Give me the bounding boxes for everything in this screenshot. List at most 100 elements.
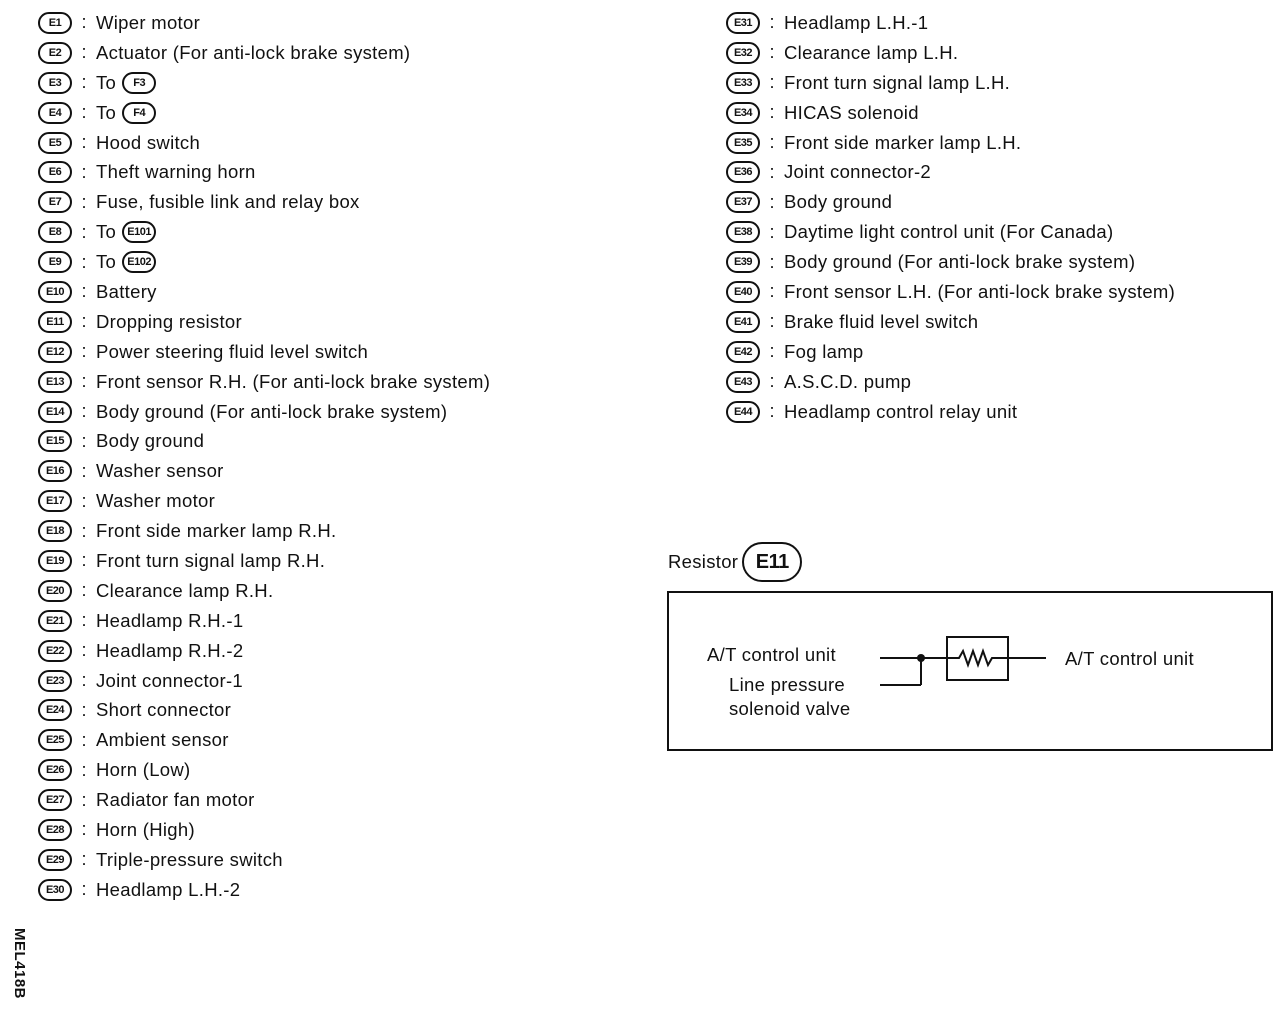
separator-colon: : xyxy=(81,191,87,212)
connector-code-badge: E19 xyxy=(38,549,72,572)
connector-row: E33: Front turn signal lamp L.H. xyxy=(726,68,1175,98)
connector-row: E38:Daytime light control unit (For Cana… xyxy=(726,217,1175,247)
separator-colon: : xyxy=(769,42,775,63)
separator-colon: : xyxy=(81,520,87,541)
connector-code-badge: E3 xyxy=(38,71,72,94)
connector-description: Battery xyxy=(96,280,157,302)
connector-code-badge: E43 xyxy=(726,370,760,393)
connector-row: E19: Front turn signal lamp R.H. xyxy=(38,546,490,576)
separator-colon: : xyxy=(81,699,87,720)
separator-colon: : xyxy=(81,640,87,661)
connector-code-badge: E7 xyxy=(38,191,72,214)
connector-description: To xyxy=(96,251,117,273)
connector-code-badge: E33 xyxy=(726,71,760,94)
connector-code-badge: E23 xyxy=(38,669,72,692)
connector-row: E15:Body ground xyxy=(38,426,490,456)
connector-ref-badge: E102 xyxy=(122,251,157,274)
separator-colon: : xyxy=(81,221,87,242)
separator-colon: : xyxy=(81,819,87,840)
connector-description: Joint connector-1 xyxy=(96,669,244,691)
connector-description: Horn (High) xyxy=(96,818,195,840)
connector-code-badge: E21 xyxy=(38,609,72,632)
connector-row: E17: Washer motor xyxy=(38,486,490,516)
connector-code-badge: E17 xyxy=(38,490,72,513)
separator-colon: : xyxy=(769,311,775,332)
connector-code-badge: E41 xyxy=(726,310,760,333)
separator-colon: : xyxy=(81,789,87,810)
separator-colon: : xyxy=(769,72,775,93)
connector-description: A.S.C.D. pump xyxy=(784,370,912,392)
separator-colon: : xyxy=(81,759,87,780)
connector-code-badge: E31 xyxy=(726,11,760,34)
resistor-code-badge: E11 xyxy=(742,542,803,582)
connector-description: Fuse, fusible link and relay box xyxy=(96,191,360,213)
connector-description: Front turn signal lamp R.H. xyxy=(96,549,326,571)
separator-colon: : xyxy=(81,341,87,362)
connector-description: Hood switch xyxy=(96,131,201,153)
connector-code-badge: E24 xyxy=(38,699,72,722)
connector-description: Dropping resistor xyxy=(96,310,242,332)
connector-code-badge: E6 xyxy=(38,161,72,184)
connector-description: Front side marker lamp L.H. xyxy=(784,131,1022,153)
connector-code-badge: E44 xyxy=(726,400,760,423)
connector-code-badge: E22 xyxy=(38,639,72,662)
connector-description: Front sensor L.H. (For anti-lock brake s… xyxy=(784,280,1176,302)
resistor-circuit-diagram xyxy=(880,636,1046,686)
connector-row: E1:Wiper motor xyxy=(38,8,490,38)
separator-colon: : xyxy=(81,610,87,631)
connector-description: Body ground xyxy=(784,191,893,213)
connector-ref-badge: F3 xyxy=(122,71,157,94)
connector-description: Front turn signal lamp L.H. xyxy=(784,71,1011,93)
connector-row: E39:Body ground (For anti-lock brake sys… xyxy=(726,247,1175,277)
separator-colon: : xyxy=(81,12,87,33)
resistor-zigzag-icon xyxy=(947,648,1008,668)
connector-code-badge: E25 xyxy=(38,729,72,752)
connector-code-badge: E10 xyxy=(38,280,72,303)
separator-colon: : xyxy=(81,670,87,691)
connector-row: E42:Fog lamp xyxy=(726,337,1175,367)
connector-description: Joint connector-2 xyxy=(784,161,932,183)
label-at-control-unit-in: A/T control unit xyxy=(707,644,836,665)
separator-colon: : xyxy=(81,550,87,571)
connector-row: E10:Battery xyxy=(38,277,490,307)
separator-colon: : xyxy=(81,251,87,272)
connector-row: E5:Hood switch xyxy=(38,128,490,158)
separator-colon: : xyxy=(81,879,87,900)
connector-row: E29:Triple-pressure switch xyxy=(38,845,490,875)
connector-description: Fog lamp xyxy=(784,340,864,362)
connector-description: Washer motor xyxy=(96,490,216,512)
connector-description: Headlamp L.H.-2 xyxy=(96,878,241,900)
connector-description: Clearance lamp R.H. xyxy=(96,579,274,601)
separator-colon: : xyxy=(81,401,87,422)
connector-description: To xyxy=(96,101,117,123)
connector-row: E23: Joint connector-1 xyxy=(38,666,490,696)
separator-colon: : xyxy=(81,729,87,750)
connector-row: E43:A.S.C.D. pump xyxy=(726,367,1175,397)
connector-row: E34:HICAS solenoid xyxy=(726,98,1175,128)
separator-colon: : xyxy=(81,132,87,152)
connector-row: E6:Theft warning horn xyxy=(38,157,490,187)
label-at-control-unit-out: A/T control unit xyxy=(1065,648,1194,669)
separator-colon: : xyxy=(81,490,87,511)
separator-colon: : xyxy=(81,371,87,392)
connector-description: Ambient sensor xyxy=(96,729,229,751)
connector-ref-badge: F4 xyxy=(122,101,157,124)
connector-row: E22:Headlamp R.H.-2 xyxy=(38,636,490,666)
separator-colon: : xyxy=(769,341,775,362)
resistor-title: Resistor E11 xyxy=(668,542,803,582)
connector-description: Theft warning horn xyxy=(96,161,256,183)
separator-colon: : xyxy=(769,102,775,123)
connector-code-badge: E36 xyxy=(726,161,760,184)
connector-description: Front side marker lamp R.H. xyxy=(96,520,337,542)
connector-row: E16:Washer sensor xyxy=(38,456,490,486)
connector-description: HICAS solenoid xyxy=(784,101,919,123)
separator-colon: : xyxy=(81,430,87,451)
connector-code-badge: E27 xyxy=(38,789,72,812)
separator-colon: : xyxy=(81,102,87,123)
connector-code-badge: E4 xyxy=(38,101,72,124)
